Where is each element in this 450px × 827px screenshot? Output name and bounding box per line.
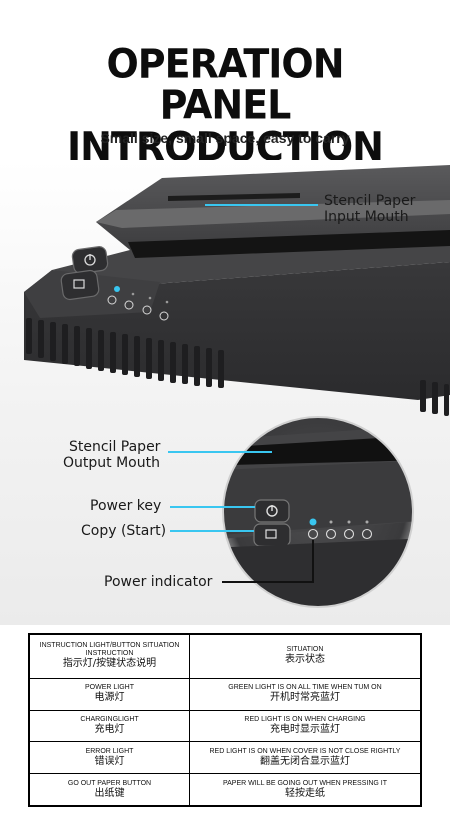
cell-zh: 充电时显示蓝灯 bbox=[270, 724, 340, 736]
cell-zh: 翻盖无闭合显示蓝灯 bbox=[260, 755, 350, 767]
cell-en: INSTRUCTION LIGHT/BUTTON SITUATION INSTR… bbox=[39, 642, 180, 658]
cell-zh: 轻按走纸 bbox=[285, 787, 325, 799]
label-power-key: Power key bbox=[90, 498, 162, 514]
cell-en: POWER LIGHT bbox=[84, 684, 134, 692]
cell-zh: 开机时常亮蓝灯 bbox=[270, 692, 340, 704]
cell-en: SITUATION bbox=[286, 646, 324, 654]
table-cell: PAPER WILL BE GOING OUT WHEN PRESSING IT… bbox=[189, 773, 421, 806]
cell-en: PAPER WILL BE GOING OUT WHEN PRESSING IT bbox=[222, 779, 387, 787]
table-cell: INSTRUCTION LIGHT/BUTTON SITUATION INSTR… bbox=[29, 634, 190, 679]
cell-en: GREEN LIGHT IS ON ALL TIME WHEN TUM ON bbox=[228, 684, 382, 692]
label-input-mouth-line-1: Stencil Paper bbox=[324, 193, 416, 209]
page-title-line-1: OPERATION bbox=[106, 40, 345, 88]
instruction-table: INSTRUCTION LIGHT/BUTTON SITUATION INSTR… bbox=[28, 633, 422, 807]
label-input-mouth-line-2: Input Mouth bbox=[324, 209, 409, 225]
cell-zh: 充电灯 bbox=[94, 724, 125, 736]
printer-photo bbox=[0, 160, 450, 625]
cell-en: GO OUT PAPER BUTTON bbox=[67, 779, 152, 787]
subtitle: Small size, small space, easy to carry bbox=[100, 130, 350, 146]
cell-en: RED LIGHT IS ON WHEN COVER IS NOT CLOSE … bbox=[209, 747, 401, 755]
page-title-line-2: PANEL INTRODUCTION bbox=[67, 81, 384, 171]
label-copy-start: Copy (Start) bbox=[81, 523, 167, 539]
table-cell: RED LIGHT IS ON WHEN COVER IS NOT CLOSE … bbox=[189, 741, 421, 775]
cell-zh: 出纸键 bbox=[94, 787, 125, 799]
label-output-mouth-line-2: Output Mouth bbox=[63, 455, 160, 471]
cell-en: CHARGINGLIGHT bbox=[80, 716, 139, 724]
label-output-mouth-line-1: Stencil Paper bbox=[69, 439, 161, 455]
cell-zh: 表示状态 bbox=[285, 654, 325, 666]
label-power-indicator: Power indicator bbox=[104, 574, 213, 590]
cell-zh: 指示灯/按键状态说明 bbox=[62, 658, 157, 670]
cell-zh: 错误灯 bbox=[94, 755, 125, 767]
table-row: INSTRUCTION LIGHT/BUTTON SITUATION INSTR… bbox=[29, 634, 421, 679]
cell-en: ERROR LIGHT bbox=[85, 747, 134, 755]
cell-zh: 电源灯 bbox=[94, 692, 125, 704]
cell-en: RED LIGHT IS ON WHEN CHARGING bbox=[244, 716, 366, 724]
